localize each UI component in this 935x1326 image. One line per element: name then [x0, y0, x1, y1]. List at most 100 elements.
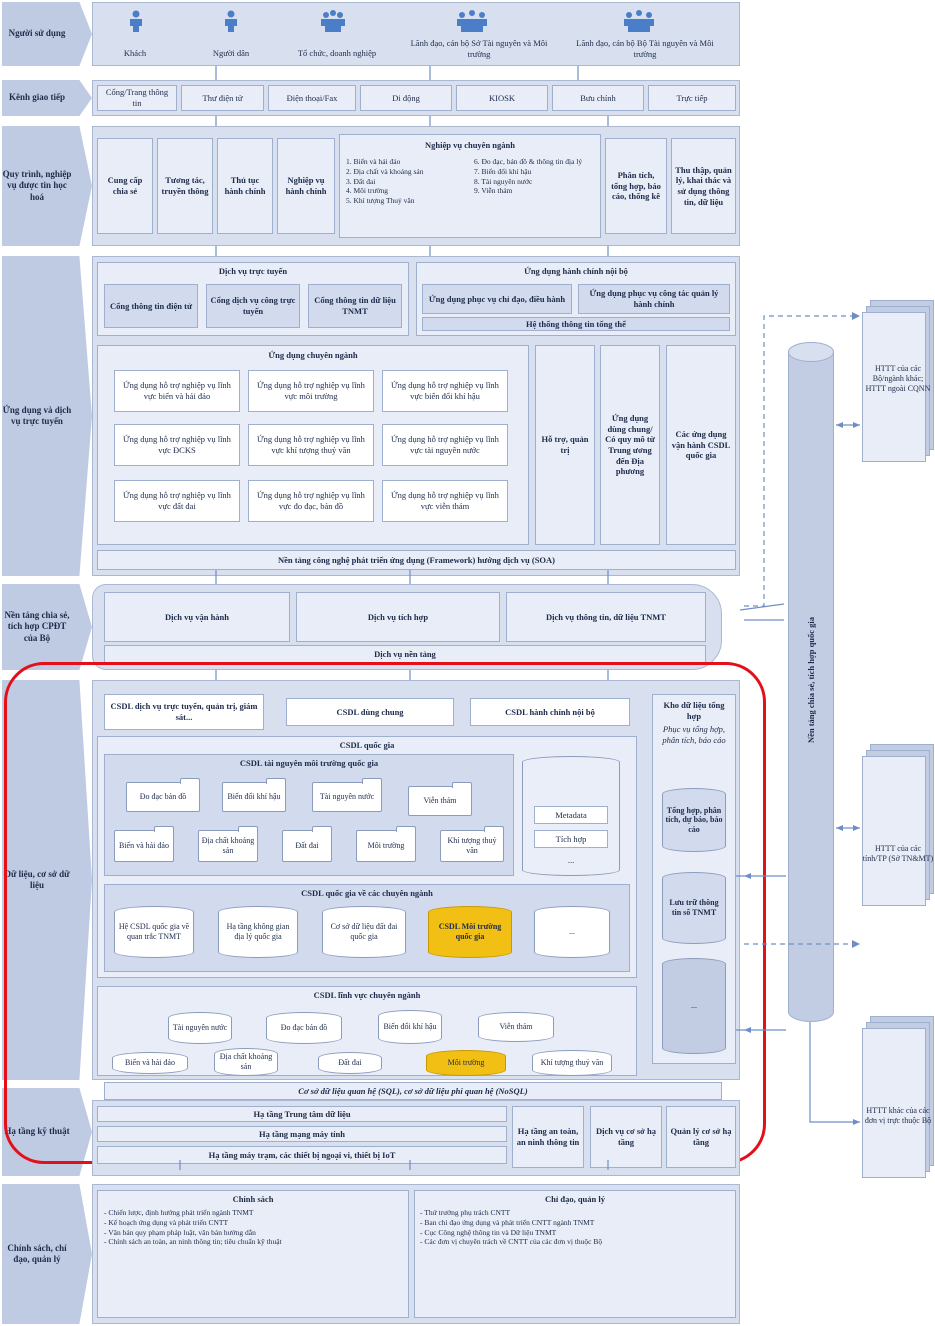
staff-group-icon	[457, 10, 487, 32]
tnmt-hydromet: Khí tượng thuỷ văn	[440, 826, 504, 862]
metadata-label: Metadata	[534, 806, 608, 824]
db-other-national: ...	[534, 906, 610, 958]
process-domain-list-1: 1. Biển và hải đảo 2. Địa chất và khoáng…	[346, 157, 424, 205]
user-ministry-staff-label: Lãnh đạo, cán bộ Bộ Tài nguyên và Môi tr…	[576, 38, 714, 59]
infra-datacenter: Hạ tầng Trung tâm dữ liệu	[97, 1106, 507, 1122]
row-label-processes: Quy trình, nghiệp vụ được tin học hoá	[2, 169, 72, 202]
support-admin: Hỗ trợ, quản trị	[535, 345, 595, 545]
external-units-label: HTTT khác của các đơn vị trực thuộc Bộ	[864, 1106, 932, 1125]
db-online-services: CSDL dịch vụ trực tuyến, quản trị, giám …	[104, 694, 264, 730]
row-label-users: Người sử dụng	[8, 28, 66, 39]
domain-app-sea: Ứng dụng hỗ trợ nghiệp vụ lĩnh vực biển …	[114, 370, 240, 412]
row-label-channels: Kênh giao tiếp	[8, 92, 65, 103]
platform-data-service: Dịch vụ thông tin, dữ liệu TNMT	[506, 592, 706, 642]
organization-icon	[321, 10, 345, 32]
internal-app-direction: Ứng dụng phục vụ chỉ đạo, điều hành	[422, 284, 572, 314]
db-monitoring: Hệ CSDL quốc gia về quan trắc TNMT	[114, 906, 194, 958]
framework-soa: Nền tảng công nghệ phát triển ứng dụng (…	[97, 550, 736, 570]
tnmt-environment: Môi trường	[356, 826, 416, 862]
sector-sea: Biển và hải đảo	[112, 1052, 188, 1074]
platform-ops: Dịch vụ vận hành	[104, 592, 290, 642]
management-box	[414, 1190, 736, 1318]
user-guest-label: Khách	[123, 48, 147, 58]
domain-app-geology: Ứng dụng hỗ trợ nghiệp vụ lĩnh vực ĐCKS	[114, 424, 240, 466]
warehouse-archive: Lưu trữ thông tin số TNMT	[662, 872, 726, 944]
db-spatial-infra: Hạ tầng không gian địa lý quốc gia	[218, 906, 298, 958]
internal-apps-title: Ứng dụng hành chính nội bộ	[524, 266, 628, 276]
tnmt-remote-sensing: Viễn thám	[408, 782, 472, 816]
sector-environment: Môi trường	[426, 1050, 506, 1076]
internal-system: Hệ thống thông tin tổng thể	[422, 317, 730, 331]
db-shared: CSDL dùng chung	[286, 698, 454, 726]
domain-app-climate: Ứng dụng hỗ trợ nghiệp vụ lĩnh vực biến …	[382, 370, 508, 412]
process-admin-ops: Nghiệp vụ hành chính	[277, 138, 335, 234]
process-provide-share: Cung cấp chia sẻ	[97, 138, 153, 234]
external-ministries-label: HTTT của các Bộ/ngành khác; HTTT ngoài C…	[865, 364, 931, 393]
channel-post: Bưu chính	[552, 85, 644, 111]
tnmt-land: Đất đai	[282, 826, 332, 862]
management-title: Chỉ đạo, quản lý	[545, 1194, 605, 1204]
channel-direct: Trực tiếp	[648, 85, 736, 111]
users-band	[92, 2, 740, 66]
user-dept-staff-label: Lãnh đạo, cán bộ Sở Tài nguyên và Môi tr…	[410, 38, 548, 59]
relational-db-bar: Cơ sở dữ liệu quan hệ (SQL), cơ sở dữ li…	[104, 1082, 722, 1100]
online-portal: Cổng thông tin điện tử	[104, 284, 198, 328]
channel-phone-fax: Điện thoại/Fax	[268, 85, 356, 111]
external-ministries-stack	[862, 300, 934, 465]
infra-workstation: Hạ tầng máy trạm, các thiết bị ngoại vi,…	[97, 1146, 507, 1164]
sector-remote-sensing: Viễn thám	[478, 1012, 554, 1042]
warehouse-subtitle: Phục vụ tổng hợp, phân tích, báo cáo	[662, 724, 726, 745]
external-provinces-stack	[862, 744, 934, 909]
national-db-apps: Các ứng dụng vận hành CSDL quốc gia	[666, 345, 736, 545]
row-label-data: Dữ liệu, cơ sở dữ liệu	[4, 868, 70, 890]
domain-national-db-title: CSDL quốc gia về các chuyên ngành	[301, 888, 433, 898]
internal-app-admin: Ứng dụng phục vụ công tác quản lý hành c…	[578, 284, 730, 314]
infra-security: Hạ tầng an toàn, an ninh thông tin	[512, 1106, 584, 1168]
sector-survey: Đo đạc bản đồ	[266, 1012, 342, 1044]
national-db-title: CSDL quốc gia	[339, 740, 395, 750]
sector-climate: Biến đổi khí hậu	[378, 1010, 442, 1044]
user-icon	[130, 10, 142, 32]
row-band-processes	[2, 126, 92, 246]
management-list: - Thứ trưởng phụ trách CNTT - Ban chỉ đạ…	[420, 1208, 603, 1247]
metadata-ellipsis: ...	[567, 855, 575, 865]
national-platform-cylinder	[788, 342, 834, 1022]
national-platform-cylinder-top	[788, 342, 834, 362]
row-label-apps: Ứng dụng và dịch vụ trực tuyến	[2, 404, 72, 426]
process-domain-title: Nghiệp vụ chuyên ngành	[425, 140, 515, 150]
policy-title: Chính sách	[232, 1194, 274, 1204]
sector-geology: Địa chất khoáng sản	[214, 1048, 278, 1076]
process-domain-list-2: 6. Đo đạc, bản đồ & thông tin địa lý 7. …	[474, 157, 583, 196]
process-interact: Tương tác, truyền thông	[157, 138, 213, 234]
row-label-policy: Chính sách, chỉ đạo, quản lý	[7, 1242, 67, 1264]
channel-portal: Cổng/Trang thông tin	[97, 85, 177, 111]
citizen-icon	[225, 10, 237, 32]
domain-app-environment: Ứng dụng hỗ trợ nghiệp vụ lĩnh vực môi t…	[248, 370, 374, 412]
sector-hydromet: Khí tượng thuỷ văn	[532, 1050, 612, 1076]
db-internal-admin: CSDL hành chính nội bộ	[470, 698, 630, 726]
platform-integration: Dịch vụ tích hợp	[296, 592, 500, 642]
online-public-service-portal: Cổng dịch vụ công trực tuyến	[206, 284, 300, 328]
db-land-national: Cơ sở dữ liệu đất đai quốc gia	[322, 906, 406, 958]
row-band-channels	[2, 80, 92, 116]
integrated-label: Tích hợp	[534, 830, 608, 848]
ministry-staff-icon	[624, 10, 654, 32]
infra-service: Dịch vụ cơ sở hạ tầng	[590, 1106, 662, 1168]
process-domain-box	[339, 134, 601, 238]
domain-app-hydromet: Ứng dụng hỗ trợ nghiệp vụ lĩnh vực khí t…	[248, 424, 374, 466]
db-environment-national: CSDL Môi trường quốc gia	[428, 906, 512, 958]
shared-apps: Ứng dụng dùng chung/ Có quy mô từ Trung …	[600, 345, 660, 545]
domain-app-survey: Ứng dụng hỗ trợ nghiệp vụ lĩnh vực đo đạ…	[248, 480, 374, 522]
warehouse-other: ...	[662, 958, 726, 1054]
row-band-users	[2, 2, 92, 66]
policy-list: - Chiến lược, định hướng phát triển ngàn…	[104, 1208, 282, 1247]
tnmt-db-title: CSDL tài nguyên môi trường quốc gia	[239, 758, 379, 768]
tnmt-water: Tài nguyên nước	[312, 778, 382, 812]
process-admin-procedure: Thủ tục hành chính	[217, 138, 273, 234]
domain-app-remote-sensing: Ứng dụng hỗ trợ nghiệp vụ lĩnh vực viễn …	[382, 480, 508, 522]
row-band-apps	[2, 256, 92, 576]
channel-mobile: Di động	[360, 85, 452, 111]
row-band-policy	[2, 1184, 92, 1324]
domain-app-water: Ứng dụng hỗ trợ nghiệp vụ lĩnh vực tài n…	[382, 424, 508, 466]
